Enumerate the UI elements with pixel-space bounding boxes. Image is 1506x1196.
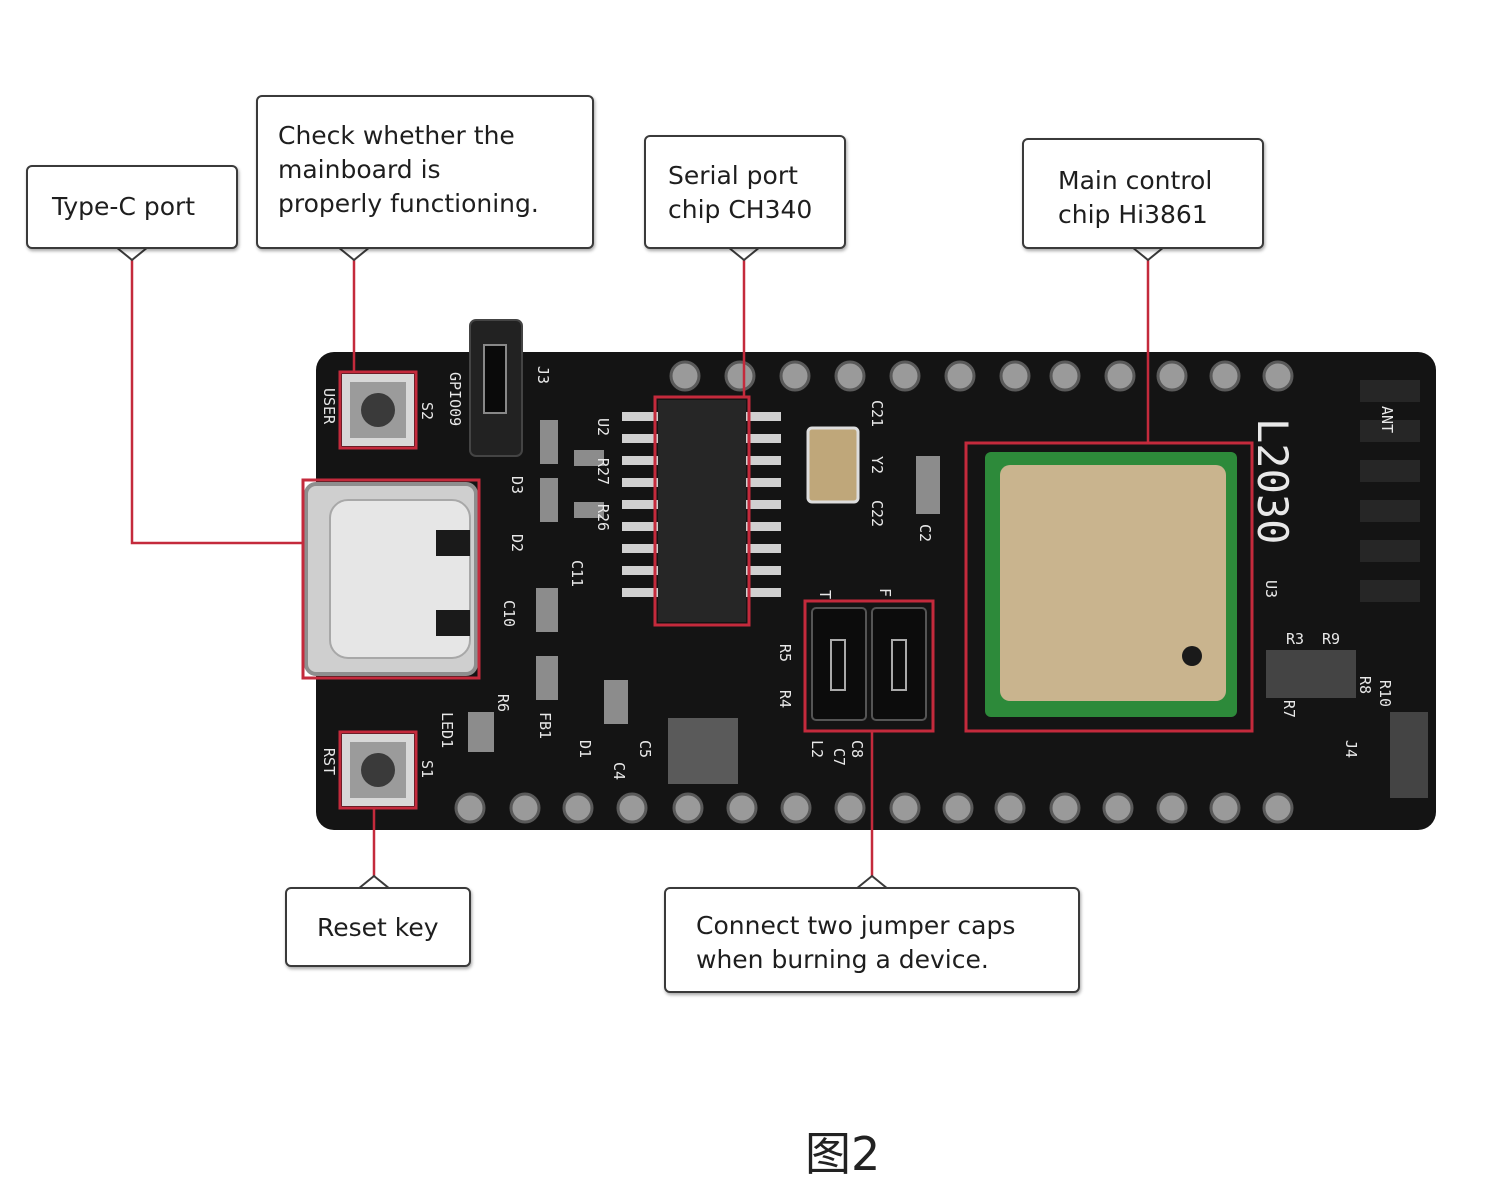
- antenna-area: [1360, 380, 1420, 602]
- silk-u3: U3: [1262, 580, 1280, 598]
- leader-lines: [130, 256, 1150, 880]
- silk-r8: R8: [1356, 676, 1374, 694]
- silk-d1: D1: [576, 740, 594, 758]
- silk-ant: ANT: [1378, 406, 1396, 433]
- silk-r9: R9: [1322, 630, 1340, 648]
- silk-d3: D3: [508, 476, 526, 494]
- silk-r10: R10: [1376, 680, 1394, 707]
- silk-r5: R5: [776, 644, 794, 662]
- ch340-chip: [622, 395, 781, 627]
- silk-t: T: [816, 590, 834, 599]
- callout-pointers: [115, 246, 1165, 890]
- silk-c7: C7: [830, 748, 848, 766]
- gpio09-jumper: [469, 319, 523, 457]
- silk-led1: LED1: [438, 712, 456, 748]
- silk-f: F: [876, 588, 894, 597]
- callout-serial-port-chip: Serial port chip CH340: [644, 135, 846, 249]
- silk-brand: L2030: [1248, 418, 1297, 544]
- reset-button: [338, 730, 418, 810]
- user-button: [338, 370, 418, 450]
- callout-check-mainboard: Check whether the mainboard is properly …: [256, 95, 594, 249]
- silk-c11: C11: [568, 560, 586, 587]
- silk-u2: U2: [594, 418, 612, 436]
- silk-r6: R6: [494, 694, 512, 712]
- silk-c10: C10: [500, 600, 518, 627]
- callout-reset-key: Reset key: [285, 887, 471, 967]
- silk-d2: D2: [508, 534, 526, 552]
- silk-c5: C5: [636, 740, 654, 758]
- silk-c22: C22: [868, 500, 886, 527]
- silk-s2: S2: [418, 402, 436, 420]
- silk-gpio09: GPIO09: [446, 372, 464, 426]
- silk-l2: L2: [808, 740, 826, 758]
- silk-user: USER: [320, 388, 338, 425]
- silk-c4: C4: [610, 762, 628, 780]
- silk-r27: R27: [594, 458, 612, 485]
- silk-fb1: FB1: [536, 712, 554, 739]
- top-header-pins: [669, 360, 1294, 392]
- silk-r7: R7: [1280, 700, 1298, 718]
- silk-j3: J3: [534, 366, 552, 384]
- callout-main-control-chip: Main control chip Hi3861: [1022, 138, 1264, 249]
- silk-j4: J4: [1342, 740, 1360, 758]
- bottom-header-pins: [454, 792, 1294, 824]
- silk-r26: R26: [594, 504, 612, 531]
- silk-r4: R4: [776, 690, 794, 708]
- silk-c21: C21: [868, 400, 886, 427]
- silk-y2: Y2: [868, 456, 886, 474]
- boot-jumper-caps: [803, 599, 935, 733]
- callout-type-c-port: Type-C port: [26, 165, 238, 249]
- hi3861-module: [964, 441, 1254, 733]
- callout-jumper-caps: Connect two jumper caps when burning a d…: [664, 887, 1080, 993]
- crystal-y2: [806, 426, 860, 504]
- figure-caption: 图2: [805, 1127, 881, 1181]
- silk-c8: C8: [848, 740, 866, 758]
- silk-rst: RST: [320, 748, 338, 775]
- silk-s1: S1: [418, 760, 436, 778]
- type-c-connector: [301, 478, 481, 680]
- silk-c2: C2: [916, 524, 934, 542]
- passive-components: [468, 420, 1428, 798]
- silk-r3: R3: [1286, 630, 1304, 648]
